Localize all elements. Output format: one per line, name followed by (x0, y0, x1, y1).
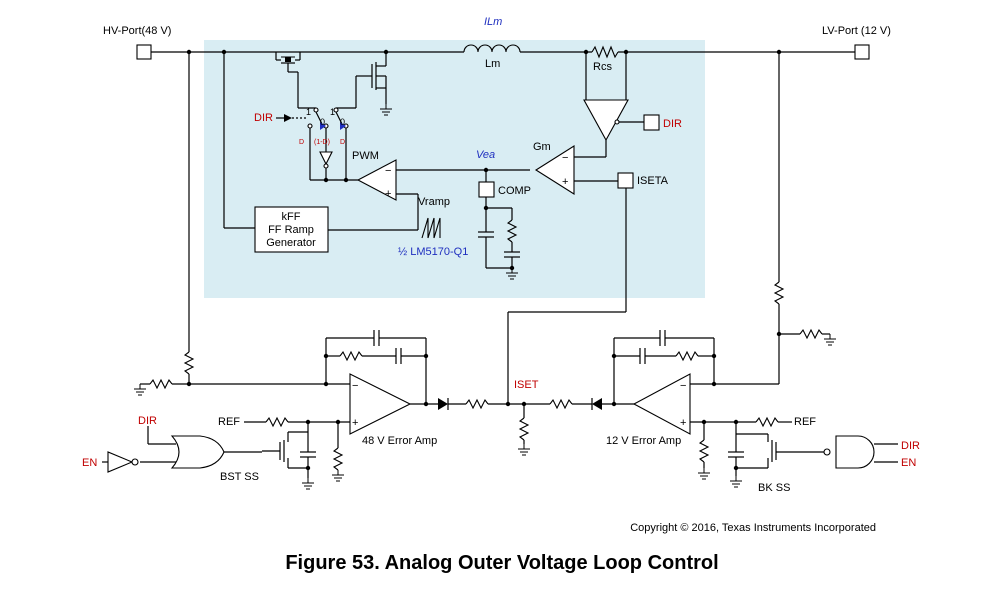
pwm-comparator (356, 159, 397, 201)
gm-label: Gm (533, 141, 551, 153)
amp12-minus: − (680, 380, 686, 392)
iseta-label: ISETA (637, 175, 669, 187)
dir-label-or: DIR (138, 415, 157, 427)
iset-node (505, 398, 634, 456)
dir-label-right: DIR (663, 118, 682, 130)
iset-label: ISET (514, 379, 539, 391)
op-amp-48v (349, 373, 412, 435)
gm-amplifier (534, 145, 575, 195)
inductor-lm (463, 44, 521, 53)
switch-0a: 0 (320, 117, 325, 127)
kff-line3: Generator (266, 237, 316, 249)
kff-box (254, 206, 329, 253)
inverter-en (107, 451, 134, 473)
iseta-box[interactable] (617, 172, 634, 189)
resistor-rcs (591, 45, 619, 59)
gm-minus: − (562, 152, 568, 164)
amp12-plus: + (680, 417, 686, 429)
ref-label-right: REF (794, 416, 816, 428)
power-stage (136, 44, 870, 157)
pwm-selector (276, 107, 530, 239)
inverter-triangle (319, 151, 333, 166)
kff-line1: kFF (282, 211, 301, 223)
lm-label: Lm (485, 58, 500, 70)
hv-port-label: HV-Port(48 V) (103, 25, 171, 37)
comp-label: COMP (498, 185, 531, 197)
vramp-label: Vramp (418, 196, 450, 208)
switch-1a: 1 (306, 107, 311, 117)
bk-ss-label: BK SS (758, 482, 790, 494)
switch-1md: (1-D) (314, 139, 330, 146)
lv-port-terminal[interactable] (854, 44, 870, 60)
error-amp-12v (611, 52, 898, 488)
gm-plus: + (562, 176, 568, 188)
amp48-minus: − (352, 380, 358, 392)
dir-label-left: DIR (254, 112, 273, 124)
controller-panel (204, 40, 705, 298)
en-label-left: EN (82, 457, 97, 469)
lv-port-label: LV-Port (12 V) (822, 25, 891, 37)
amp12-label: 12 V Error Amp (606, 435, 681, 447)
copyright: Copyright © 2016, Texas Instruments Inco… (630, 522, 876, 534)
or-gate (170, 435, 225, 469)
figure-caption: Figure 53. Analog Outer Voltage Loop Con… (285, 552, 718, 574)
gm-amp (478, 145, 634, 404)
hv-port-terminal[interactable] (136, 44, 152, 60)
en-label-right: EN (901, 457, 916, 469)
switch-d2: D (340, 139, 345, 146)
pwm-plus: + (385, 188, 391, 200)
ramp-waveform (421, 217, 441, 239)
switch-1b: 1 (330, 107, 335, 117)
switch-d1: D (299, 139, 304, 146)
chip-label: ½ LM5170-Q1 (398, 246, 468, 258)
dir-box-right[interactable] (643, 114, 660, 131)
op-amp-12v (632, 373, 691, 435)
kff-line2: FF Ramp (268, 224, 314, 236)
ref-label-left: REF (218, 416, 240, 428)
ilm-label: ILm (484, 16, 502, 28)
dir-label-nand: DIR (901, 440, 920, 452)
pwm-minus: − (385, 165, 391, 177)
rcs-label: Rcs (593, 61, 612, 73)
kff-generator (223, 52, 418, 253)
switch-0b: 0 (340, 117, 345, 127)
pwm-label: PWM (352, 150, 379, 162)
amp48-plus: + (352, 417, 358, 429)
error-amp-48v (102, 52, 508, 490)
bst-ss-label: BST SS (220, 471, 259, 483)
vea-label: Vea (476, 149, 495, 161)
nand-gate (835, 435, 875, 469)
amp48-label: 48 V Error Amp (362, 435, 437, 447)
comp-box[interactable] (478, 181, 495, 198)
